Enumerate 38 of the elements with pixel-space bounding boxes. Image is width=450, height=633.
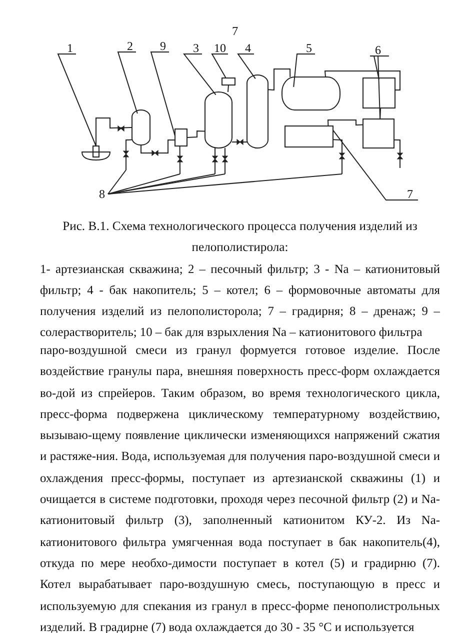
leader-line [117,52,138,114]
pipe-line [179,146,180,174]
pipe-line [96,118,132,146]
page-number: 7 [230,23,240,40]
pipe-line [268,68,291,91]
callout-number: 8 [98,188,106,200]
pipe-line [232,142,248,143]
leader-line [57,54,96,146]
callout-number: 9 [159,40,167,52]
leader-line [150,52,176,136]
pipe-line [324,70,400,90]
callout-number: 5 [305,42,313,54]
leader-line [293,54,316,88]
leader-line [108,174,180,194]
pipe-line [332,139,342,174]
leader-line [108,170,126,194]
pipe-line [186,130,206,138]
pipe-line [140,140,176,154]
callout-number: 10 [213,42,227,54]
leader-line [237,54,256,80]
callout-number: 2 [126,40,134,52]
pipe-line [214,148,216,174]
leader-line [211,54,228,78]
figure-title: Рис. В.1. Схема технологического процесса получения изделий из пелополистирола: [62,218,418,256]
pipe-line [380,108,382,120]
pipe-line [224,148,226,174]
pipe-line [327,120,364,126]
callout-number: 4 [244,42,252,54]
pipe-line [227,84,229,92]
callout-number: 3 [192,42,200,54]
leader-line [332,130,418,200]
pipe-line [126,139,132,170]
callout-number: 1 [66,42,74,54]
callout-number: 7 [406,188,414,200]
leader-line [182,54,216,96]
leader-line [108,174,342,194]
pipe-line [394,139,400,168]
callout-number: 6 [374,44,382,56]
